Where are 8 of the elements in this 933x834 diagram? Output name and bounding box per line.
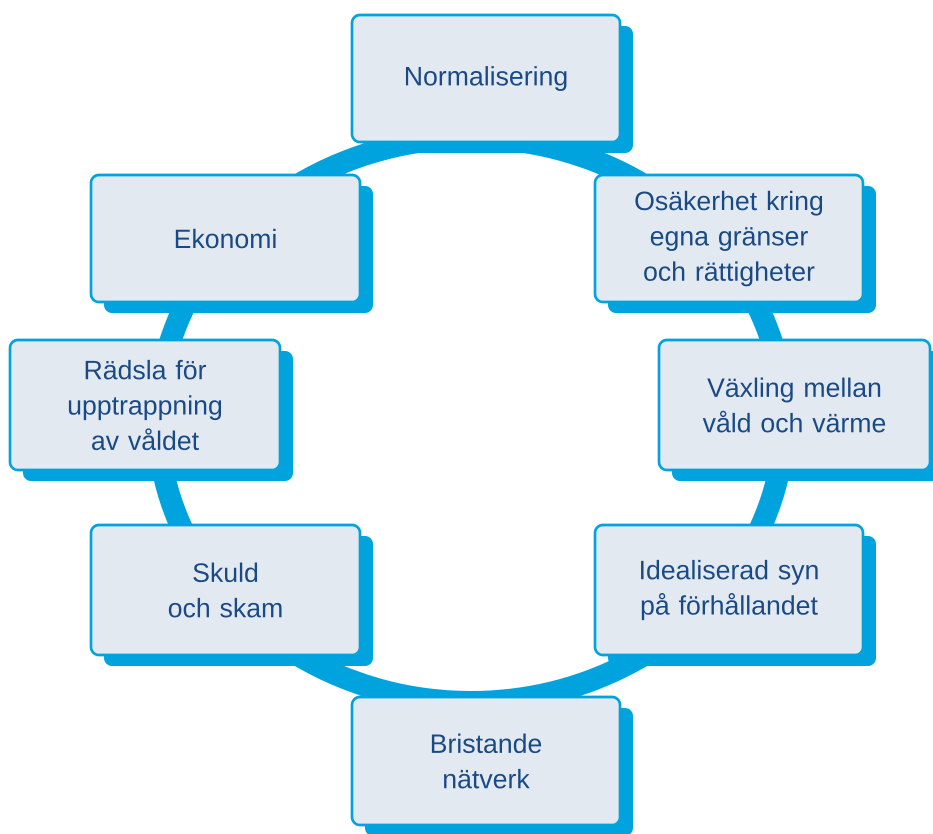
text-box: Ekonomi xyxy=(90,174,373,313)
text-box: Skuld och skam xyxy=(90,524,373,666)
text-box: Idealiserad syn på förhållandet xyxy=(594,524,876,666)
text-box: Normalisering xyxy=(350,14,633,153)
text-box: Rädsla för upptrappning av våldet xyxy=(8,338,293,481)
text-box: Osäkerhet kring egna gränser och rättigheter xyxy=(594,174,876,313)
text-box: Växling mellan våld och värme xyxy=(658,338,933,481)
text-box: Bristande nätverk xyxy=(350,696,633,834)
